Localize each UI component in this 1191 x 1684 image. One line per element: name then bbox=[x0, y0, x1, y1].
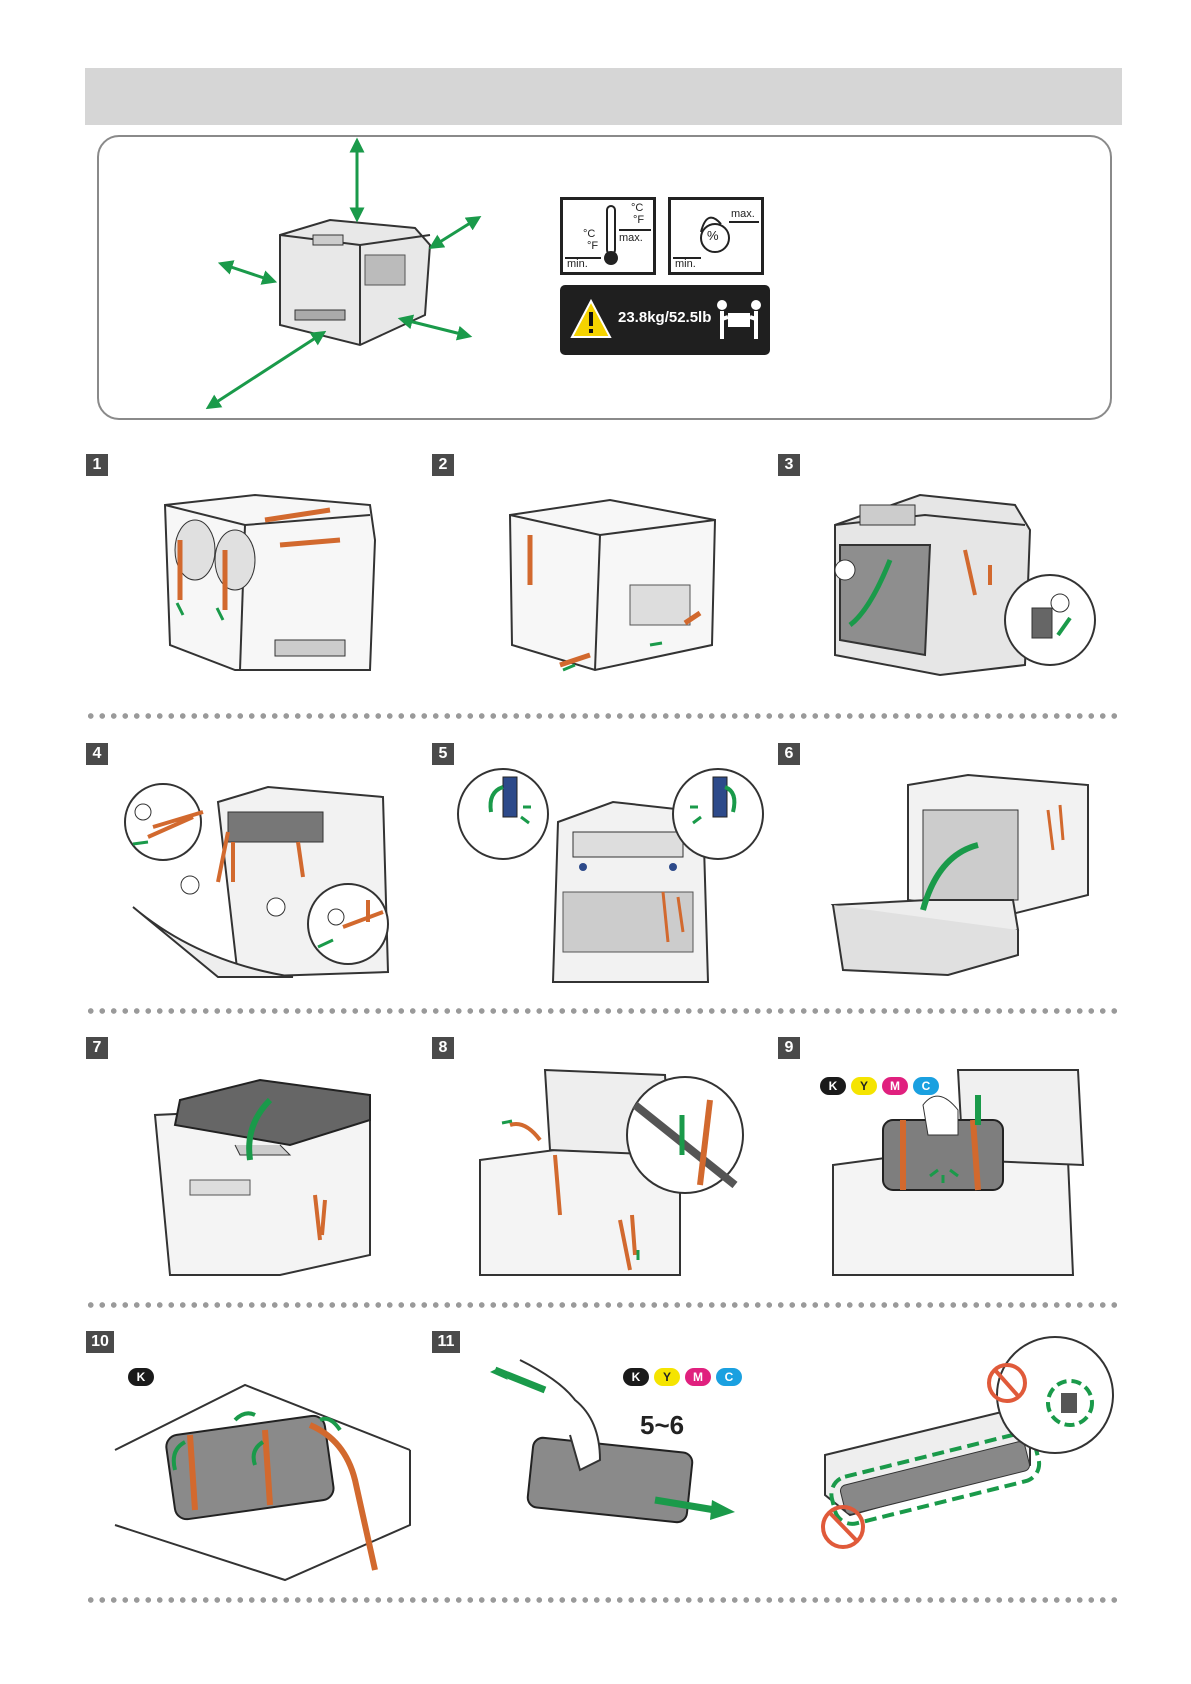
step-number: 11 bbox=[432, 1331, 460, 1353]
release-levers-icon bbox=[463, 772, 763, 982]
step-number: 9 bbox=[778, 1037, 800, 1059]
shake-count-label: 5~6 bbox=[640, 1410, 684, 1441]
remove-tape-printer-rear-icon bbox=[500, 495, 720, 680]
clearance-arrows-icon bbox=[200, 140, 490, 415]
section-divider bbox=[85, 1008, 1122, 1014]
temp-fahrenheit-right: °F bbox=[633, 214, 644, 226]
temp-fahrenheit-left: °F bbox=[587, 240, 598, 252]
step-number: 5 bbox=[432, 743, 454, 765]
step-number: 7 bbox=[86, 1037, 108, 1059]
remove-cartridge-tapes-icon bbox=[115, 1380, 415, 1580]
temp-celsius-left: °C bbox=[583, 228, 595, 240]
thermometer-icon: °C °F °C °F max. min. bbox=[560, 197, 656, 275]
weight-value: 23.8kg/52.5lb bbox=[618, 309, 711, 326]
temp-max-label: max. bbox=[619, 232, 643, 244]
weight-warning-label: 23.8kg/52.5lb bbox=[560, 285, 770, 355]
open-top-cover-icon bbox=[150, 1070, 380, 1275]
step-number: 2 bbox=[432, 454, 454, 476]
step-number: 3 bbox=[778, 454, 800, 476]
step-number: 10 bbox=[86, 1331, 114, 1353]
two-person-lift-icon bbox=[714, 295, 764, 345]
remove-tape-printer-left-icon bbox=[155, 490, 385, 680]
remove-inner-tapes-icon bbox=[118, 772, 403, 982]
step-number: 8 bbox=[432, 1037, 454, 1059]
close-front-cover-icon bbox=[828, 770, 1098, 980]
step-number: 4 bbox=[86, 743, 108, 765]
remove-top-tape-icon bbox=[470, 1065, 750, 1275]
step-number: 1 bbox=[86, 454, 108, 476]
humidity-percent: % bbox=[707, 228, 719, 243]
open-front-cover-icon bbox=[820, 490, 1100, 685]
section-divider bbox=[85, 713, 1122, 719]
temp-celsius-right: °C bbox=[631, 202, 643, 214]
humidity-min-label: min. bbox=[675, 258, 696, 270]
humidity-icon: % max. min. bbox=[668, 197, 764, 275]
remove-toner-cartridge-icon bbox=[828, 1065, 1098, 1275]
section-divider bbox=[85, 1597, 1122, 1603]
step-number: 6 bbox=[778, 743, 800, 765]
warning-triangle-icon bbox=[570, 299, 612, 339]
header-bar bbox=[85, 68, 1122, 125]
humidity-max-label: max. bbox=[731, 208, 755, 220]
cartridge-no-touch-icon bbox=[815, 1355, 1105, 1560]
section-divider bbox=[85, 1302, 1122, 1308]
temp-min-label: min. bbox=[567, 258, 588, 270]
shake-cartridge-icon bbox=[490, 1360, 745, 1560]
